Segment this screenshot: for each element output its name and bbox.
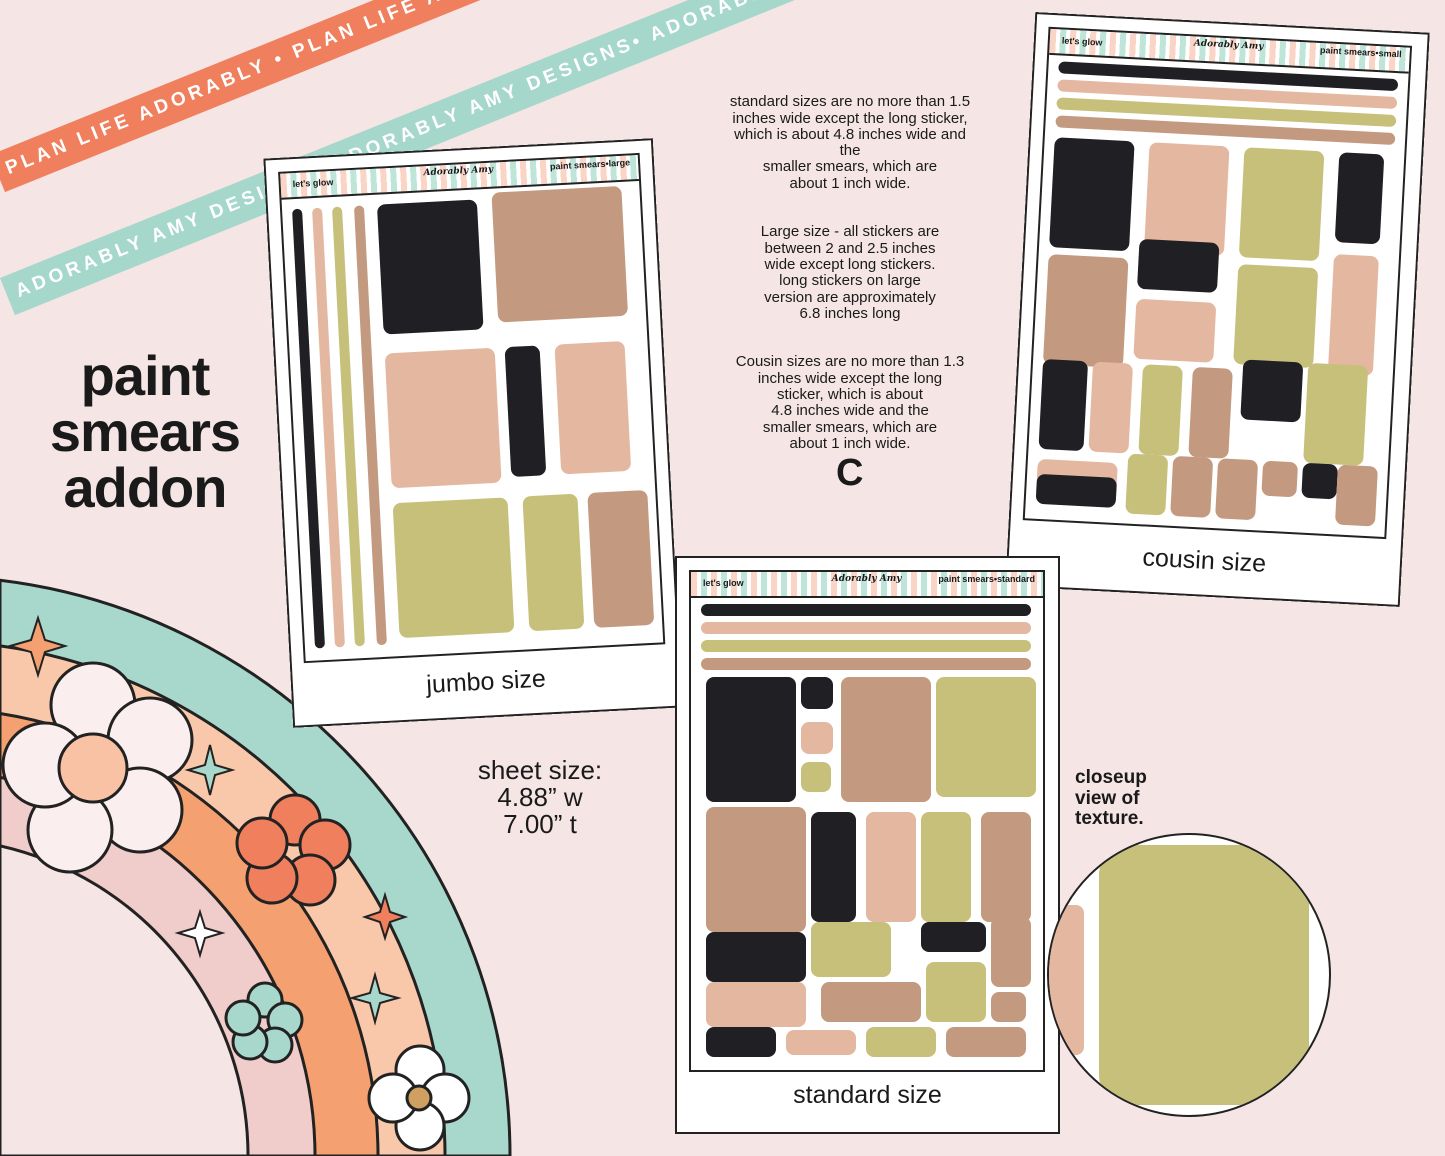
paint-smear-sticker <box>801 677 833 709</box>
sparkle-icon <box>6 614 69 679</box>
size-info: standard sizes are no more than 1.5 inch… <box>702 78 998 485</box>
variant-letter: C <box>836 452 864 494</box>
paint-smear-sticker <box>991 917 1031 987</box>
paint-smear-sticker <box>376 199 484 335</box>
cousin-size-label: cousin size <box>1141 543 1267 578</box>
paint-smear-sticker <box>991 992 1026 1022</box>
flower-icon <box>235 793 352 907</box>
paint-smear-sticker <box>1125 453 1169 516</box>
sheet-header-right: paint smears•small <box>1319 45 1402 60</box>
paint-smear-sticker <box>701 622 1031 634</box>
title-line: smears <box>49 400 241 463</box>
paint-smear-sticker <box>701 640 1031 652</box>
paint-smear-sticker <box>1238 147 1325 262</box>
paint-smear-sticker <box>1215 458 1259 521</box>
sparkle-icon <box>174 908 226 959</box>
closeup-smear <box>1049 905 1084 1055</box>
jumbo-size-label: jumbo size <box>425 664 547 699</box>
paint-smear-sticker <box>936 677 1036 797</box>
paint-smear-sticker <box>1303 362 1369 466</box>
paint-smear-sticker <box>706 807 806 932</box>
brand-logo: Adorably Amy <box>1193 38 1264 53</box>
jumbo-sheet-card: let's glow Adorably Amy paint smears•lar… <box>263 138 683 728</box>
paint-smear-sticker <box>866 812 916 922</box>
sparkle-icon <box>361 891 409 942</box>
paint-smear-sticker <box>921 812 971 922</box>
paint-smear-sticker <box>946 1027 1026 1057</box>
smiley-flower-icon <box>1 661 194 874</box>
sheet-header: let's glow Adorably Amy paint smears•sta… <box>691 572 1043 598</box>
product-title: paint smears addon <box>40 348 250 516</box>
sheet-header-left: let's glow <box>703 578 744 588</box>
paint-smear-sticker <box>1301 462 1339 500</box>
paint-smear-sticker <box>841 677 931 802</box>
paint-smear-sticker <box>926 962 986 1022</box>
closeup-label: closeup view of texture. <box>1075 767 1147 829</box>
paint-smear-sticker <box>1233 264 1319 369</box>
paint-smear-sticker <box>706 1027 776 1057</box>
title-line: paint <box>80 344 211 407</box>
paint-smear-sticker <box>701 658 1031 670</box>
paint-smear-sticker <box>701 604 1031 616</box>
paint-smear-sticker <box>1170 455 1214 518</box>
paint-smear-sticker <box>1136 238 1220 293</box>
daisy-icon <box>367 1044 471 1152</box>
cousin-sheet-card: let's glow Adorably Amy paint smears•sma… <box>1005 12 1430 607</box>
paint-smear-sticker <box>981 812 1031 922</box>
paint-smear-sticker <box>1138 364 1183 457</box>
paint-smear-sticker <box>801 722 833 754</box>
paint-smear-sticker <box>1188 366 1233 459</box>
paint-smear-sticker <box>821 982 921 1022</box>
paint-smear-sticker <box>786 1030 856 1055</box>
paint-smear-sticker <box>554 340 632 475</box>
sheet-header-right: paint smears•large <box>549 157 631 172</box>
paint-smear-sticker <box>706 932 806 982</box>
info-standard: standard sizes are no more than 1.5 inch… <box>729 93 971 192</box>
standard-sheet-card: let's glow Adorably Amy paint smears•sta… <box>675 556 1060 1134</box>
title-line: addon <box>63 456 228 519</box>
paint-smear-sticker <box>811 922 891 977</box>
sheet-header-left: let's glow <box>292 176 334 190</box>
info-large: Large size - all stickers are between 2 … <box>760 223 940 322</box>
sparkle-icon <box>184 744 236 796</box>
brand-logo: Adorably Amy <box>423 164 494 179</box>
paint-smear-sticker <box>384 347 502 489</box>
sparkle-icon <box>348 971 402 1026</box>
paint-smear-sticker <box>706 677 796 802</box>
paint-smear-sticker <box>1334 152 1385 245</box>
paint-smear-sticker <box>1038 358 1089 452</box>
paint-smear-sticker <box>1035 473 1118 508</box>
info-cousin: Cousin sizes are no more than 1.3 inches… <box>735 353 965 452</box>
sheet-size: sheet size: 4.88” w 7.00” t <box>477 755 603 839</box>
paint-smear-sticker <box>1334 464 1378 527</box>
paint-smear-sticker <box>1240 359 1304 423</box>
texture-closeup <box>1047 833 1331 1117</box>
paint-smear-sticker <box>1133 298 1217 363</box>
standard-size-label: standard size <box>793 1081 942 1109</box>
paint-smear-sticker <box>491 185 629 323</box>
paint-smear-sticker <box>522 493 585 632</box>
paint-smear-sticker <box>504 345 547 478</box>
paint-smear-sticker <box>801 762 831 792</box>
paint-smear-sticker <box>1049 137 1135 252</box>
paint-smear-sticker <box>587 489 655 628</box>
paint-smear-sticker <box>1042 254 1129 369</box>
paint-smear-sticker <box>1261 460 1299 498</box>
brand-logo: Adorably Amy <box>831 574 902 584</box>
paint-smear-sticker <box>1327 254 1380 377</box>
paint-smear-sticker <box>866 1027 936 1057</box>
closeup-smear <box>1099 845 1309 1105</box>
paint-smear-sticker <box>921 922 986 952</box>
flower-icon <box>224 981 304 1064</box>
paint-smear-sticker <box>392 497 515 639</box>
paint-smear-sticker <box>706 982 806 1027</box>
sheet-header-left: let's glow <box>1061 35 1103 48</box>
paint-smear-sticker <box>811 812 856 922</box>
paint-smear-sticker <box>1088 361 1134 454</box>
sheet-header-right: paint smears•standard <box>938 574 1035 584</box>
